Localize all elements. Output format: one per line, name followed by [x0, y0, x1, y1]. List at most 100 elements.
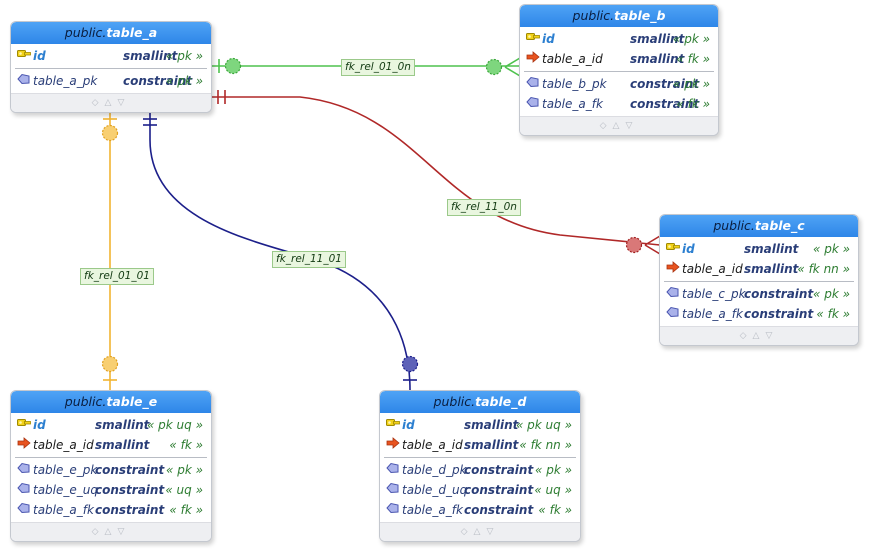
triangle-up-icon[interactable]: △ — [473, 527, 487, 537]
table-name: table_c — [754, 218, 805, 233]
diamond-icon[interactable]: ◇ — [91, 527, 105, 537]
triangle-down-icon[interactable]: ▽ — [486, 527, 500, 537]
relationship-label-fk-rel-11-0n[interactable]: fk_rel_11_0n — [447, 199, 521, 216]
constraint-icon — [386, 480, 400, 500]
constraint-kind: constraint — [464, 483, 534, 497]
diamond-icon[interactable]: ◇ — [460, 527, 474, 537]
relationship-fk-rel-01-01-line[interactable] — [101, 113, 119, 390]
column-name: id — [402, 418, 415, 432]
column-name: id — [33, 418, 46, 432]
triangle-down-icon[interactable]: ▽ — [117, 98, 131, 108]
constraint-icon — [17, 460, 31, 480]
table-header[interactable]: public.table_a — [11, 22, 211, 44]
constraint-name: table_a_pk — [33, 74, 98, 88]
section-divider — [15, 68, 207, 69]
column-row[interactable]: table_a_id smallint« fk » — [520, 49, 718, 69]
fk-arrow-icon — [386, 435, 400, 455]
column-type: smallint — [630, 32, 685, 46]
relationship-fk-rel-11-0n-line[interactable] — [210, 90, 661, 255]
table-header[interactable]: public.table_b — [520, 5, 718, 27]
triangle-down-icon[interactable]: ▽ — [625, 121, 639, 131]
constraint-name: table_e_uq — [33, 483, 98, 497]
triangle-up-icon[interactable]: △ — [104, 527, 118, 537]
column-name: table_a_id — [402, 438, 463, 452]
relationship-label-fk-rel-01-01[interactable]: fk_rel_01_01 — [80, 268, 154, 285]
column-tag: « pk uq » — [146, 418, 203, 432]
section-divider — [15, 457, 207, 458]
constraint-name: table_c_pk — [682, 287, 746, 301]
constraint-name: table_a_fk — [542, 97, 603, 111]
table-header[interactable]: public.table_d — [380, 391, 580, 413]
triangle-down-icon[interactable]: ▽ — [117, 527, 131, 537]
triangle-up-icon[interactable]: △ — [752, 331, 766, 341]
column-tag: « pk » — [534, 463, 572, 477]
constraint-name: table_d_uq — [402, 483, 468, 497]
column-type: smallint — [630, 52, 685, 66]
column-type: smallint — [744, 262, 799, 276]
table-header[interactable]: public.table_e — [11, 391, 211, 413]
triangle-up-icon[interactable]: △ — [612, 121, 626, 131]
schema-name: public. — [572, 8, 615, 23]
relationship-label-fk-rel-11-01[interactable]: fk_rel_11_01 — [272, 251, 346, 268]
relationship-label-fk-rel-01-0n[interactable]: fk_rel_01_0n — [341, 59, 415, 76]
diamond-icon[interactable]: ◇ — [599, 121, 613, 131]
column-name: id — [682, 242, 695, 256]
column-tag: « fk nn » — [519, 438, 572, 452]
table-footer-controls: ◇△▽ — [520, 116, 718, 135]
column-type: smallint — [95, 418, 150, 432]
schema-name: public. — [433, 394, 476, 409]
column-tag: « pk » — [672, 32, 710, 46]
constraint-kind: constraint — [123, 74, 193, 88]
column-tag: « pk » — [812, 287, 850, 301]
triangle-up-icon[interactable]: △ — [104, 98, 118, 108]
triangle-down-icon[interactable]: ▽ — [765, 331, 779, 341]
column-row[interactable]: id smallint« pk uq » — [11, 415, 211, 435]
column-tag: « fk » — [676, 52, 710, 66]
column-name: table_a_id — [33, 438, 94, 452]
column-name: table_a_id — [542, 52, 603, 66]
constraint-kind: constraint — [630, 77, 700, 91]
table-name: table_e — [106, 394, 158, 409]
column-tag: « fk » — [169, 503, 203, 517]
column-tag: « pk » — [165, 463, 203, 477]
table-name: table_b — [614, 8, 666, 23]
table-footer-controls: ◇△▽ — [380, 522, 580, 541]
fk-arrow-icon — [526, 49, 540, 69]
constraint-icon — [666, 284, 680, 304]
table-header[interactable]: public.table_c — [660, 215, 858, 237]
diamond-icon[interactable]: ◇ — [91, 98, 105, 108]
column-tag: « fk » — [169, 438, 203, 452]
constraint-kind: constraint — [95, 503, 165, 517]
diamond-icon[interactable]: ◇ — [739, 331, 753, 341]
